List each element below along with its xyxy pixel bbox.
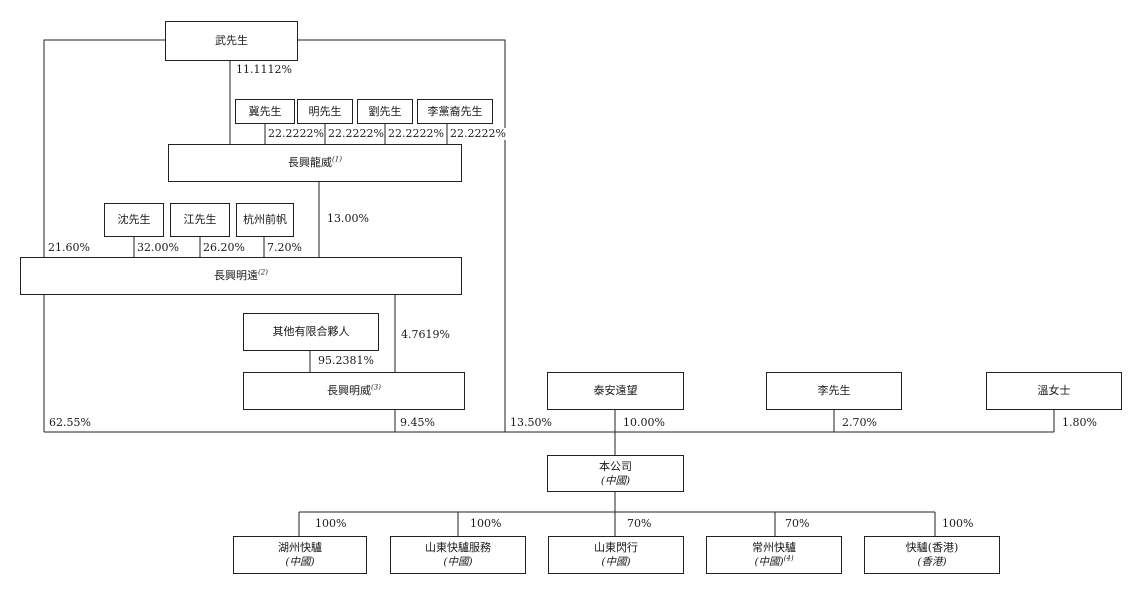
shandong-shanxing-label: 山東閃行 <box>594 541 638 554</box>
pct-wu-to-longwei: 11.1112% <box>236 63 292 76</box>
company-jurisdiction: (中國) <box>600 474 631 487</box>
changxing-longwei-note: (1) <box>332 155 342 164</box>
pct-others-to-mingwei: 95.2381% <box>318 354 374 367</box>
pct-longwei-to-mingyuan: 13.00% <box>327 212 369 225</box>
pct-shen-to-mingyuan: 32.00% <box>137 241 179 254</box>
mr-li-dangshang-label: 李黨裔先生 <box>427 104 483 118</box>
mr-shen-label: 沈先生 <box>117 213 151 226</box>
kuailv-hk-label: 快驢(香港) <box>905 541 959 554</box>
changxing-mingyuan-note: (2) <box>258 268 268 277</box>
changzhou-kuailv-note: (4) <box>783 554 794 563</box>
pct-ming-to-longwei: 22.2222% <box>328 127 384 140</box>
company-label: 本公司 <box>599 459 632 473</box>
mr-li-box: 李先生 <box>766 372 902 410</box>
mr-liu-box: 劉先生 <box>357 99 413 124</box>
shandong-kuailv-service-jurisdiction: (中國) <box>443 556 473 568</box>
shandong-shanxing-jurisdiction: (中國) <box>601 556 631 568</box>
pct-liu-to-longwei: 22.2222% <box>388 127 444 140</box>
pct-to-huzhou: 100% <box>315 517 347 530</box>
ms-wen-box: 溫女士 <box>986 372 1122 410</box>
changzhou-kuailv-box: 常州快驢 (中國)(4) <box>706 536 842 574</box>
pct-wen-to-company: 1.80% <box>1062 416 1097 429</box>
changxing-longwei-box: 長興龍威(1) <box>168 144 462 182</box>
changzhou-kuailv-jurisdiction: (中國) <box>754 556 784 568</box>
ms-wen-label: 溫女士 <box>1037 384 1071 397</box>
huzhou-kuailv-label: 湖州快驢 <box>278 541 322 554</box>
changxing-mingwei-label: 長興明威 <box>327 384 372 397</box>
hangzhou-qianfan-label: 杭州前帆 <box>243 213 287 226</box>
pct-qianfan-to-mingyuan: 7.20% <box>267 241 302 254</box>
pct-to-shandong-shanxing: 70% <box>627 517 652 530</box>
kuailv-hk-jurisdiction: (香港) <box>917 556 947 568</box>
mr-ji-box: 冀先生 <box>235 99 295 124</box>
mr-liu-label: 劉先生 <box>368 104 402 118</box>
mr-jiang-label: 江先生 <box>183 213 217 226</box>
company-box: 本公司 (中國) <box>547 455 684 492</box>
taian-yuanwang-label: 泰安遠望 <box>593 384 638 397</box>
mr-li-label: 李先生 <box>817 384 851 397</box>
changxing-mingwei-note: (3) <box>371 383 381 392</box>
pct-wu-to-mingyuan: 21.60% <box>48 241 90 254</box>
mr-wu-label: 武先生 <box>215 34 248 47</box>
taian-yuanwang-box: 泰安遠望 <box>547 372 684 410</box>
hangzhou-qianfan-box: 杭州前帆 <box>236 203 294 237</box>
kuailv-hk-box: 快驢(香港) (香港) <box>864 536 1000 574</box>
pct-to-hk: 100% <box>942 517 974 530</box>
shandong-kuailv-service-box: 山東快驢服務 (中國) <box>390 536 526 574</box>
mr-shen-box: 沈先生 <box>104 203 164 237</box>
pct-to-changzhou: 70% <box>785 517 810 530</box>
huzhou-kuailv-jurisdiction: (中國) <box>285 556 315 568</box>
pct-ji-to-longwei: 22.2222% <box>268 127 324 140</box>
pct-mingyuan-to-mingwei: 4.7619% <box>401 328 450 341</box>
other-limited-partners-box: 其他有限合夥人 <box>243 313 379 351</box>
pct-mingwei-to-company: 9.45% <box>400 416 435 429</box>
mr-li-dangshang-box: 李黨裔先生 <box>417 99 493 124</box>
pct-mingwei-right-to-company: 13.50% <box>510 416 552 429</box>
other-limited-partners-label: 其他有限合夥人 <box>272 325 350 338</box>
pct-lidangshang-to-longwei: 22.2222% <box>450 127 506 140</box>
pct-wu-to-company: 62.55% <box>49 416 91 429</box>
mr-jiang-box: 江先生 <box>170 203 230 237</box>
huzhou-kuailv-box: 湖州快驢 (中國) <box>233 536 367 574</box>
pct-to-shandong-service: 100% <box>470 517 502 530</box>
changxing-longwei-label: 長興龍威 <box>288 156 333 169</box>
mr-ming-box: 明先生 <box>297 99 353 124</box>
pct-jiang-to-mingyuan: 26.20% <box>203 241 245 254</box>
mr-wu-box: 武先生 <box>165 21 298 61</box>
changxing-mingyuan-box: 長興明遠(2) <box>20 257 462 295</box>
pct-li-to-company: 2.70% <box>842 416 877 429</box>
changxing-mingwei-box: 長興明威(3) <box>243 372 465 410</box>
shandong-shanxing-box: 山東閃行 (中國) <box>548 536 684 574</box>
mr-ji-label: 冀先生 <box>248 104 282 118</box>
shandong-kuailv-service-label: 山東快驢服務 <box>425 541 491 554</box>
mr-ming-label: 明先生 <box>308 104 342 118</box>
pct-taian-to-company: 10.00% <box>623 416 665 429</box>
changzhou-kuailv-label: 常州快驢 <box>752 541 796 554</box>
changxing-mingyuan-label: 長興明遠 <box>214 269 259 282</box>
